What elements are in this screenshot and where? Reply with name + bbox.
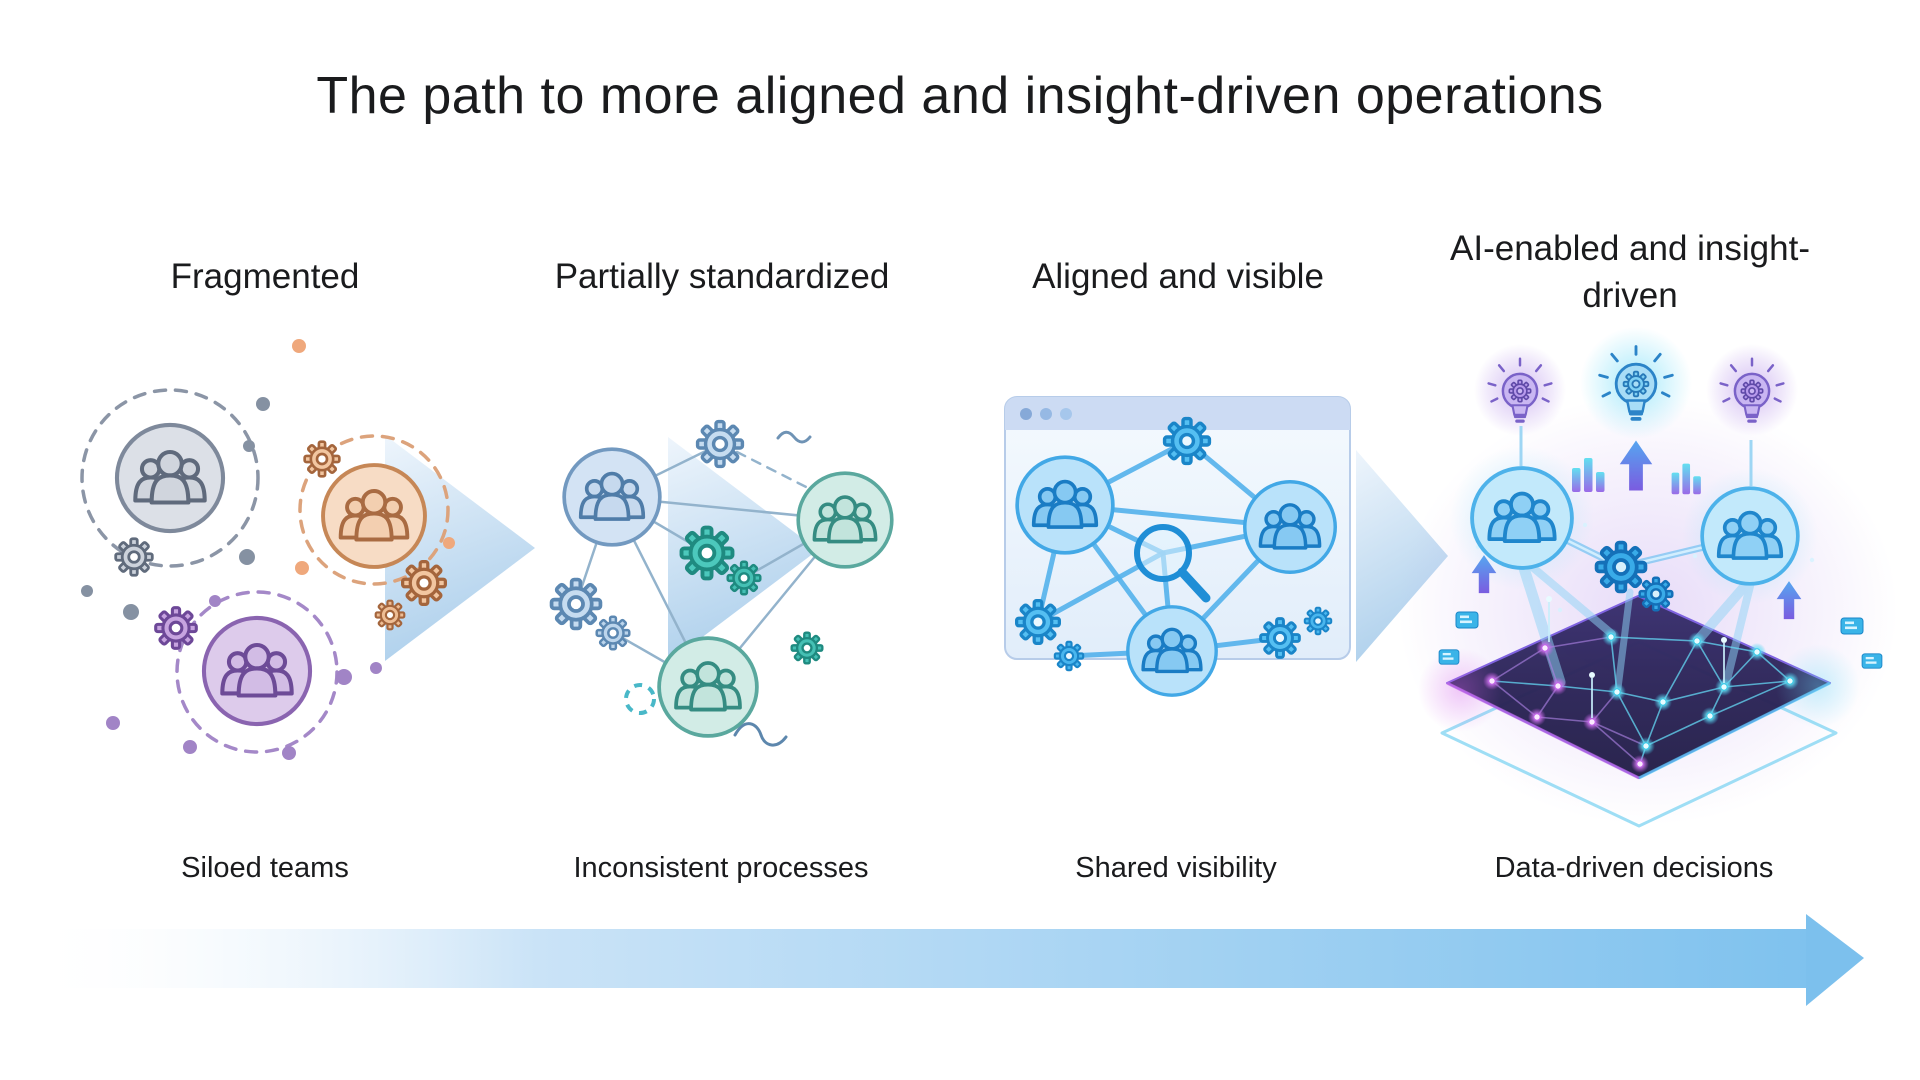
- gear-icon: [791, 632, 823, 664]
- dashed-loop-icon: [298, 434, 450, 586]
- gear-icon: [1304, 607, 1332, 635]
- stage-caption-shared-visibility: Shared visibility: [1075, 852, 1277, 884]
- stage-caption-inconsistent-processes: Inconsistent processes: [573, 852, 869, 884]
- chevron-right-icon: [385, 435, 535, 661]
- stage-fragmented-illustration: [80, 339, 455, 760]
- chevron-right-icon: [668, 437, 818, 663]
- teams-icon: [1127, 606, 1217, 696]
- stage-heading-partially-standardized: Partially standardized: [554, 257, 890, 296]
- gear-icon: [551, 579, 601, 629]
- dashed-loop-icon: [175, 590, 339, 754]
- data-chip-icon: [1840, 617, 1864, 635]
- dashed-circle-icon: [624, 683, 656, 715]
- stage-heading-ai-enabled: AI-enabled and insight-driven: [1450, 229, 1810, 315]
- teams-icon: [1472, 468, 1572, 568]
- stage-caption-siloed-teams: Siloed teams: [181, 852, 349, 884]
- gear-icon: [1164, 418, 1210, 464]
- magnifier-icon: [1134, 524, 1211, 603]
- data-pins: [1548, 602, 1725, 718]
- scatter-dots: [106, 595, 382, 760]
- chevron-right-icon: [1356, 450, 1448, 662]
- gear-icon: [727, 561, 761, 595]
- stage-caption-data-driven-decisions: Data-driven decisions: [1494, 852, 1774, 884]
- teams-icon: [323, 465, 425, 567]
- teams-icon: [564, 449, 660, 545]
- gear-icon: [304, 441, 340, 477]
- stage-ai-enabled-illustration: [1398, 327, 1898, 828]
- stage-heading-aligned-visible: Aligned and visible: [1032, 257, 1324, 296]
- gear-icon: [115, 538, 153, 576]
- stage-heading-fragmented: Fragmented: [170, 257, 360, 296]
- dashed-loop-icon: [80, 388, 260, 568]
- stage-partially-standardized-illustration: [551, 421, 892, 747]
- mesh-lines-purple: [1491, 636, 1647, 765]
- teams-icon: [659, 638, 757, 736]
- data-chip-icon: [1438, 649, 1460, 665]
- gear-icon: [1054, 641, 1084, 671]
- squiggle-icon: [733, 722, 788, 747]
- teams-icon: [1702, 488, 1798, 584]
- teams-icon: [116, 424, 224, 532]
- gear-icon: [681, 527, 733, 579]
- gear-icon: [697, 421, 743, 467]
- stage-aligned-visible-illustration: [1004, 396, 1351, 696]
- scatter-dots: [81, 397, 270, 620]
- gear-icon: [596, 616, 630, 650]
- gear-icon: [1596, 542, 1646, 592]
- light-beams: [1516, 556, 1756, 692]
- data-chip-icon: [1861, 653, 1883, 669]
- teams-icon: [1244, 481, 1336, 573]
- squiggle-icon: [776, 430, 812, 444]
- gear-icon: [375, 600, 405, 630]
- gear-icon: [1260, 618, 1300, 658]
- flow-arrow-icon: [42, 914, 1864, 1006]
- gear-icon: [402, 561, 446, 605]
- page-title: The path to more aligned and insight-dri…: [316, 67, 1604, 125]
- data-chip-icon: [1455, 611, 1479, 629]
- window-dots-icon: [1020, 408, 1072, 420]
- teams-icon: [203, 617, 311, 725]
- gear-icon: [155, 607, 197, 649]
- teams-icon: [1017, 457, 1113, 553]
- gear-icon: [1016, 600, 1060, 644]
- browser-titlebar: [1005, 397, 1350, 430]
- gear-icon: [1639, 577, 1673, 611]
- teams-icon: [798, 473, 892, 567]
